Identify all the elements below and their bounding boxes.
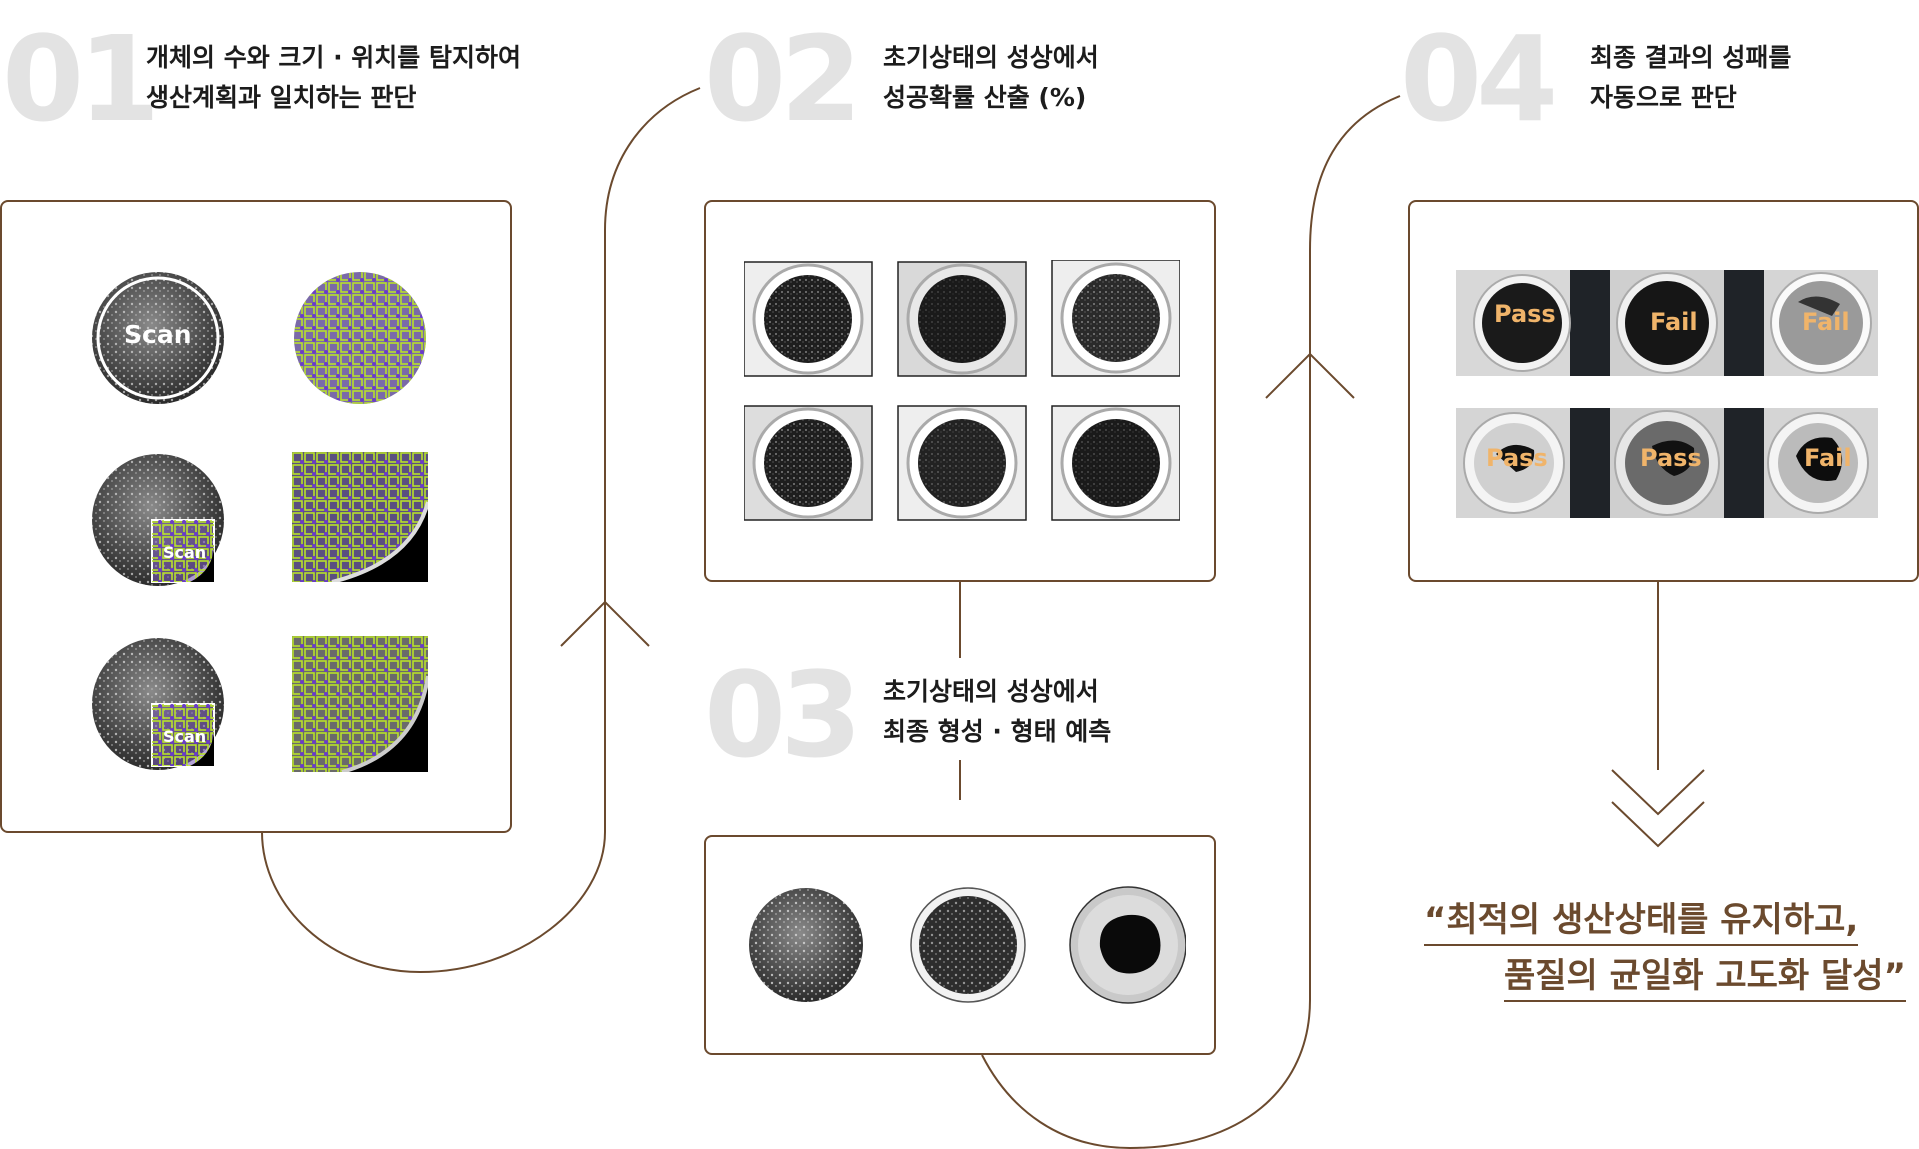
scan-sample-image-1 (92, 272, 224, 404)
scan-label-1: Scan (124, 320, 192, 349)
step-description-02: 초기상태의 성상에서 성공확률 산출 (%) (883, 38, 1099, 118)
result-label-3: Fail (1802, 308, 1850, 336)
panel-step-04: Pass Fail Fail Pass Pass Fail (1408, 200, 1919, 582)
scan-label-3: Scan (163, 727, 207, 746)
step-03-line-1: 초기상태의 성상에서 (883, 677, 1099, 706)
step-03-line-2: 최종 형성 · 형태 예측 (883, 717, 1112, 746)
step-number-01: 01 (2, 10, 160, 148)
result-label-4: Pass (1486, 444, 1548, 472)
step-02-line-1: 초기상태의 성상에서 (883, 43, 1099, 72)
step-description-01: 개체의 수와 크기 · 위치를 탐지하여 생산계획과 일치하는 판단 (146, 38, 521, 118)
step-number-03: 03 (704, 646, 862, 784)
result-label-6: Fail (1804, 444, 1852, 472)
step-number-04: 04 (1400, 10, 1558, 148)
step-01-line-2: 생산계획과 일치하는 판단 (146, 83, 417, 112)
step-04-line-1: 최종 결과의 성패를 (1590, 43, 1792, 72)
detection-overlay-image-1 (294, 272, 426, 404)
step-description-04: 최종 결과의 성패를 자동으로 판단 (1590, 38, 1791, 118)
conclusion-quote-line-2: 품질의 균일화 고도화 달성” (1504, 954, 1906, 1002)
scan-sample-image-2 (92, 454, 224, 586)
result-label-1: Pass (1494, 300, 1556, 328)
panel-step-02 (704, 200, 1216, 582)
step-02-line-2: 성공확률 산출 (%) (883, 83, 1087, 112)
step-description-03: 초기상태의 성상에서 최종 형성 · 형태 예측 (883, 672, 1111, 752)
scan-label-2: Scan (163, 543, 207, 562)
detection-zoom-image-2 (292, 452, 428, 582)
step-01-line-1: 개체의 수와 크기 · 위치를 탐지하여 (146, 43, 522, 72)
conclusion-quote-line-1: “최적의 생산상태를 유지하고, (1424, 898, 1859, 946)
step-04-line-2: 자동으로 판단 (1590, 83, 1737, 112)
prediction-images (749, 886, 1186, 1004)
result-label-2: Fail (1650, 308, 1698, 336)
result-grid (1456, 270, 1878, 518)
step-number-02: 02 (704, 10, 862, 148)
scan-sample-image-3 (92, 638, 224, 770)
detection-zoom-image-3 (292, 636, 428, 772)
well-images (744, 260, 1180, 521)
result-label-5: Pass (1640, 444, 1702, 472)
panel-step-01: Scan Scan Scan (0, 200, 512, 833)
well-grid (744, 260, 1180, 521)
panel-step-03 (704, 835, 1216, 1055)
